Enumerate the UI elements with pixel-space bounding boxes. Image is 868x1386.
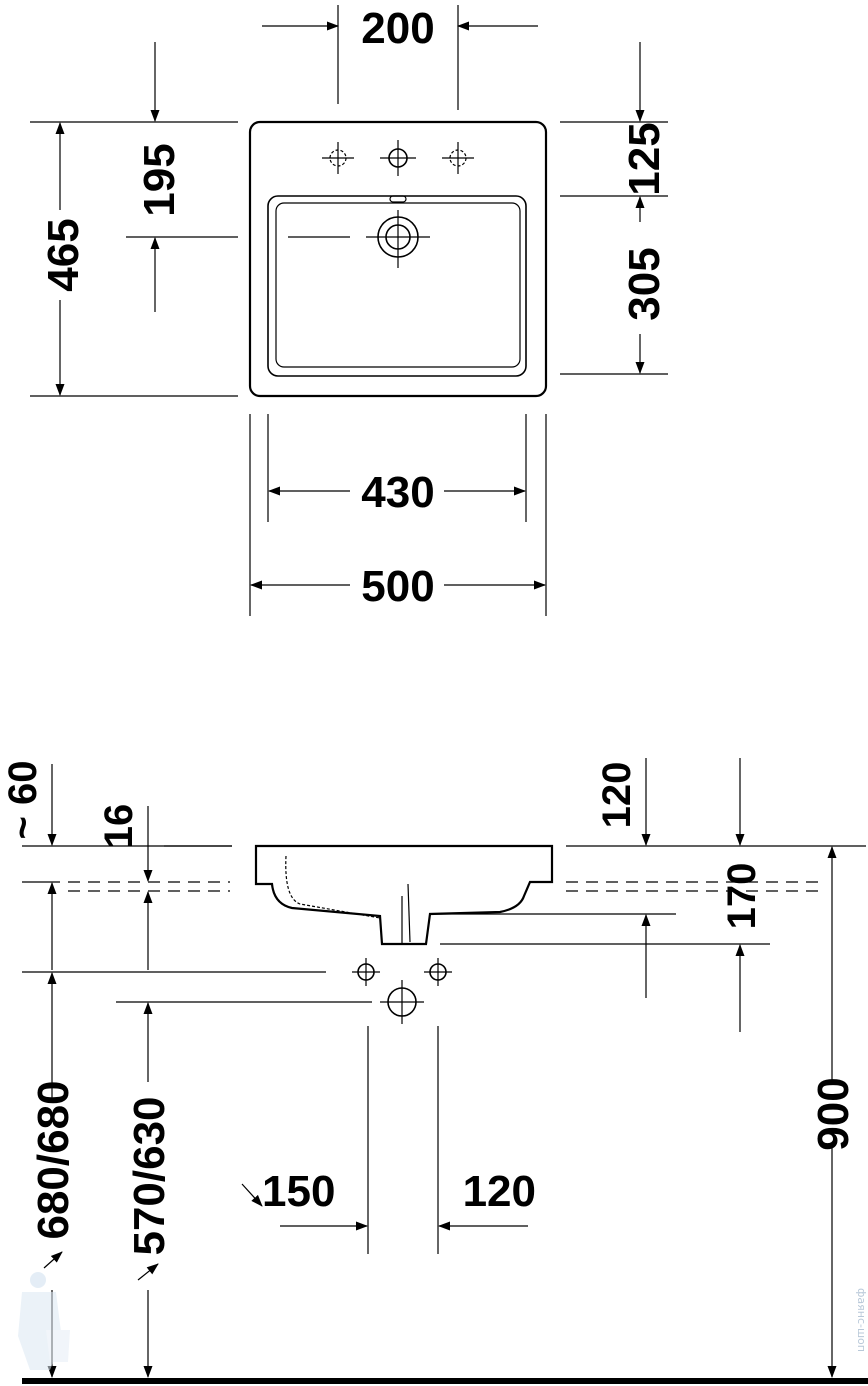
dim-pipe-left: 150: [262, 1167, 335, 1216]
dim-back-offset: 120: [595, 762, 639, 829]
dim-tap-spacing: 200: [361, 4, 434, 53]
floor-line: [22, 1378, 868, 1384]
dim-total-depth: 465: [39, 218, 88, 291]
dim-back-rim: 125: [620, 122, 669, 195]
dim-bowl-height: 170: [720, 863, 764, 930]
supply-left-icon: [352, 958, 380, 986]
dim-pipe-right: 120: [463, 1167, 536, 1216]
dim-rim-thickness: 16: [97, 804, 141, 849]
dim-waste-height: 570/630: [125, 1096, 174, 1255]
bowl-outline-inner: [275, 202, 521, 368]
tap-hole-center-icon: [380, 140, 416, 176]
dim-height-total: 900: [809, 1077, 858, 1150]
top-view: 200 465 195 125 305 430 500: [30, 4, 669, 616]
supply-right-icon: [424, 958, 452, 986]
tap-hole-right-icon: [442, 142, 474, 174]
waste-outlet-icon: [380, 980, 424, 1024]
basin-section: [254, 844, 554, 946]
dim-tap-to-drain: 195: [135, 143, 184, 216]
watermark-text: фаянс-шоп: [855, 1288, 868, 1352]
overflow-slot: [389, 195, 407, 203]
dim-overflow: ~ 60: [1, 761, 45, 840]
dim-bowl-depth: 305: [620, 247, 669, 320]
side-view: ~ 60 16 120 170: [1, 758, 868, 1384]
dim-total-width: 500: [361, 562, 434, 611]
dim-supply-height: 680/680: [29, 1080, 78, 1239]
dim-bowl-width: 430: [361, 468, 434, 517]
plumber-mascot-icon: [18, 1272, 70, 1370]
drain-icon: [288, 210, 430, 268]
tap-hole-left-icon: [322, 142, 354, 174]
